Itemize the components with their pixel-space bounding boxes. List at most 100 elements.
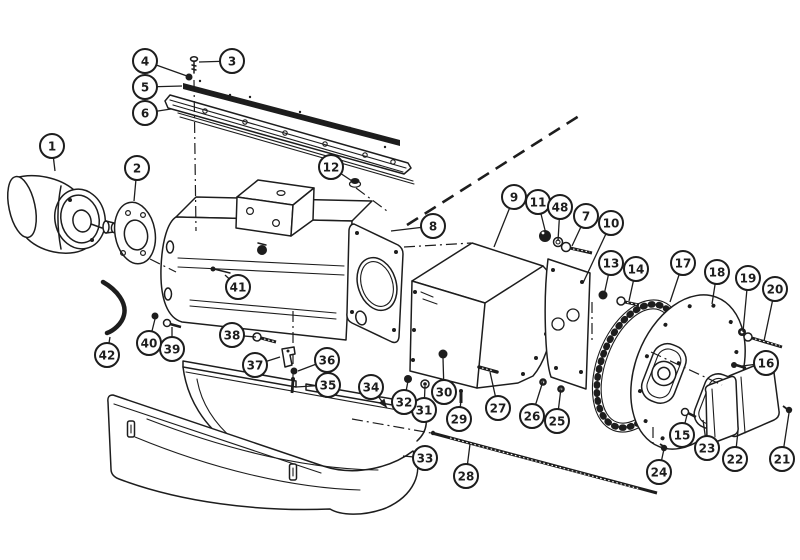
callout-30: 30 [431,357,457,405]
callout-balloon-21 [769,446,795,472]
callout-balloon-10 [598,210,624,236]
callout-19: 19 [735,265,761,333]
callout-number-5: 5 [141,80,149,94]
callout-balloon-37 [242,352,268,378]
callout-11: 11 [525,189,551,235]
callout-6: 6 [132,100,172,126]
part-washer-top [185,73,193,81]
part-pin-35 [290,377,295,394]
callout-balloon-5 [132,74,158,100]
callout-number-8: 8 [429,219,437,233]
callout-balloon-7 [573,203,599,229]
callout-34: 34 [358,374,388,409]
callout-28: 28 [453,443,479,489]
callout-balloon-3 [219,48,245,74]
callout-36: 36 [297,347,340,373]
callout-24: 24 [646,448,672,485]
part-rod [430,430,658,495]
callout-balloon-34 [358,374,384,400]
part-nut-32 [404,375,412,383]
callout-22: 22 [722,430,748,472]
callout-17: 17 [669,250,696,303]
callout-48: 48 [547,194,573,242]
part-nut-30 [438,349,448,359]
part-bolt-20 [743,332,783,349]
callout-balloon-30 [431,379,457,405]
part-screw-16 [731,362,747,370]
callout-balloon-2 [124,155,150,181]
part-wear-strip [183,79,400,149]
callout-number-21: 21 [774,452,791,466]
callout-number-37: 37 [247,358,264,372]
callout-balloon-1 [39,133,65,159]
callout-10: 10 [582,210,624,284]
callout-number-48: 48 [552,200,569,214]
part-cover-shell [409,242,558,389]
callout-balloon-13 [598,250,624,276]
callout-number-23: 23 [699,441,716,455]
callout-arrowhead-34 [378,398,387,408]
callout-number-26: 26 [524,409,541,423]
callout-number-11: 11 [530,195,547,209]
callout-number-7: 7 [582,209,590,223]
callout-balloon-27 [485,395,511,421]
callout-number-28: 28 [458,469,475,483]
callout-number-29: 29 [451,412,468,426]
part-lower-tray [107,394,419,515]
callout-4: 4 [132,48,188,77]
callout-number-34: 34 [363,380,380,394]
callout-7: 7 [571,203,599,247]
part-bolt-39 [162,318,182,329]
callout-13: 13 [598,250,624,296]
callout-number-13: 13 [603,256,620,270]
callout-balloon-4 [132,48,158,74]
part-bolt-38 [252,332,277,344]
callout-balloon-38 [219,322,245,348]
callout-balloon-36 [314,347,340,373]
part-clip-hook [100,279,127,336]
callout-balloon-26 [519,403,545,429]
callout-number-40: 40 [141,336,158,350]
callout-number-27: 27 [490,401,507,415]
callout-number-20: 20 [767,282,784,296]
callout-number-9: 9 [510,190,518,204]
callout-number-39: 39 [164,342,181,356]
callout-27: 27 [485,371,511,421]
part-bolt-7 [560,241,593,255]
callout-balloon-14 [623,256,649,282]
callout-9: 9 [493,184,527,248]
part-nut-13 [598,290,608,300]
callout-balloon-28 [453,463,479,489]
callout-38: 38 [219,322,257,348]
callout-40: 40 [136,318,162,356]
part-screw-21 [782,405,793,414]
callout-26: 26 [519,380,545,429]
callout-number-41: 41 [230,280,247,294]
callout-balloon-22 [722,446,748,472]
callout-balloon-24 [646,459,672,485]
callout-balloon-12 [318,154,344,180]
callout-number-32: 32 [396,395,413,409]
callout-number-12: 12 [323,160,340,174]
callout-balloon-6 [132,100,158,126]
callout-42: 42 [94,336,120,368]
callout-37: 37 [242,352,281,378]
callout-23: 23 [694,419,720,461]
part-motor [6,174,122,254]
callout-29: 29 [446,399,472,432]
callout-balloon-40 [136,330,162,356]
callout-number-22: 22 [727,452,744,466]
callout-41: 41 [224,274,251,300]
callout-number-10: 10 [603,216,620,230]
callout-16: 16 [741,350,779,376]
callout-number-31: 31 [416,403,433,417]
part-motor-flange [113,201,157,265]
callout-number-30: 30 [436,385,453,399]
part-pin-41 [210,266,231,274]
callout-15: 15 [669,414,695,448]
callout-balloon-23 [694,435,720,461]
callout-18: 18 [704,259,730,305]
callout-balloon-18 [704,259,730,285]
